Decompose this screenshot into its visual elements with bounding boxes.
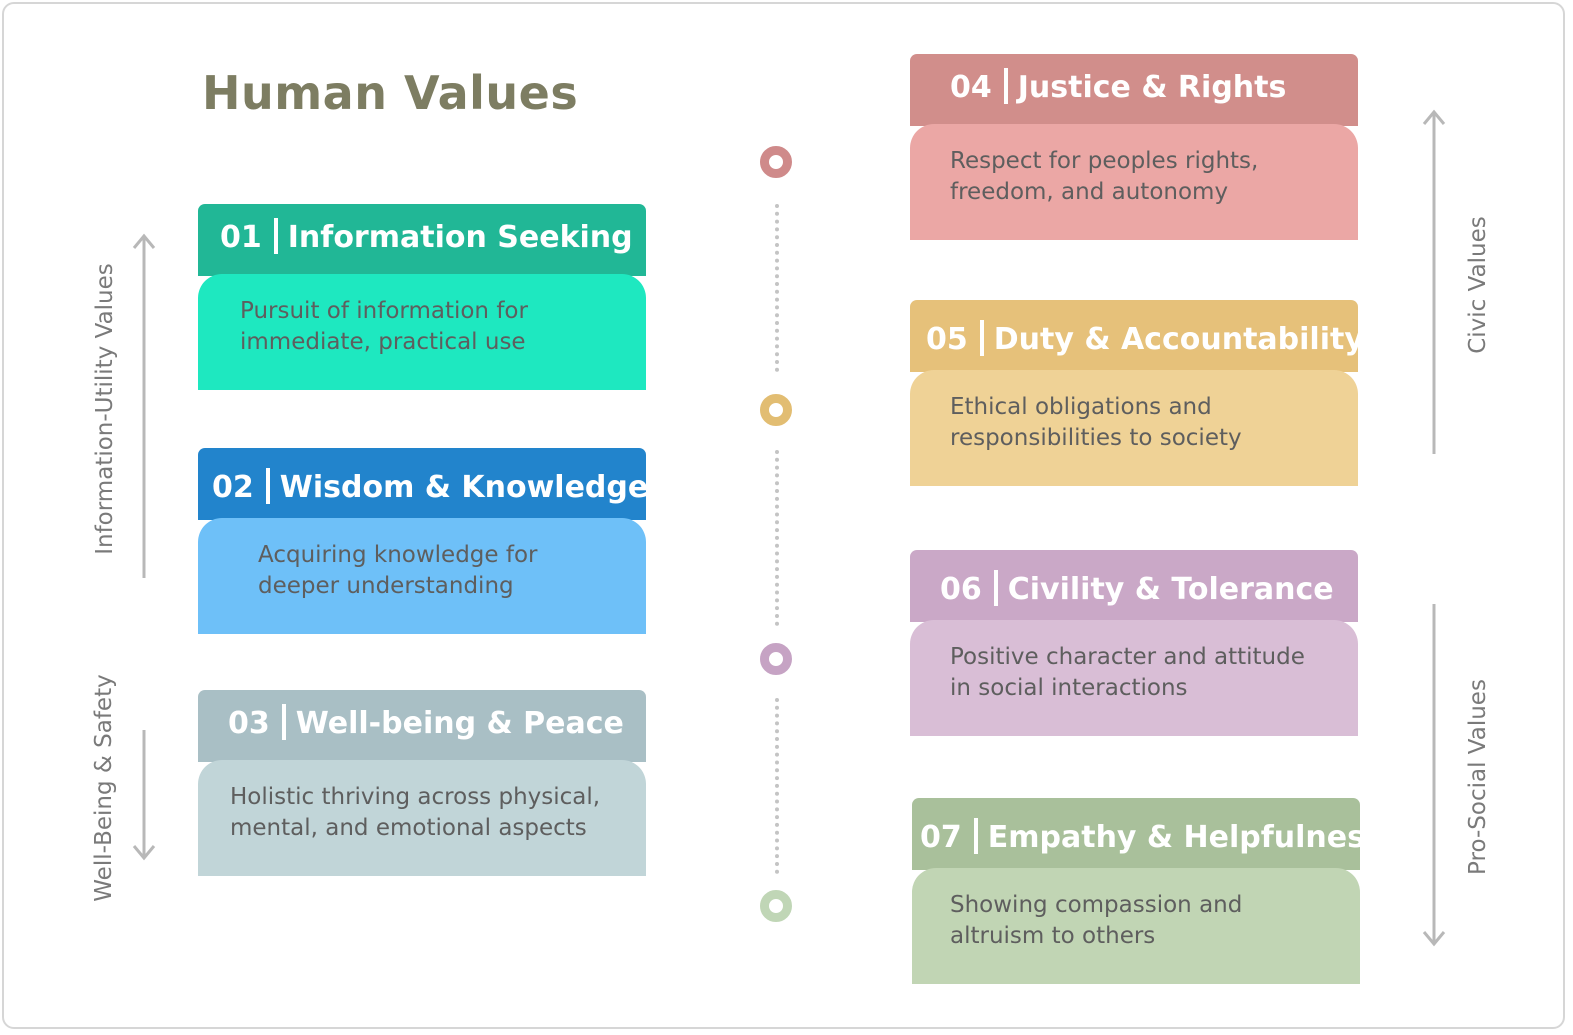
card-number: 07 bbox=[920, 820, 962, 855]
card-header: 03 Well-being & Peace bbox=[198, 690, 646, 762]
value-card-duty-accountability: 05 Duty & Accountability Ethical obligati… bbox=[910, 300, 1358, 486]
timeline-node bbox=[760, 890, 792, 922]
card-number: 02 bbox=[212, 470, 254, 505]
card-description: Pursuit of information for immediate, pr… bbox=[240, 298, 528, 355]
group-label-well-being-safety: Well-Being & Safety bbox=[91, 674, 117, 902]
card-title: Civility & Tolerance bbox=[1007, 572, 1334, 607]
group-label-information-utility: Information-Utility Values bbox=[92, 263, 118, 555]
card-description: Acquiring knowledge for deeper understan… bbox=[258, 542, 538, 599]
card-title: Justice & Rights bbox=[1017, 70, 1287, 105]
arrow-up-icon bbox=[1422, 109, 1446, 454]
card-description: Ethical obligations and responsibilities… bbox=[950, 394, 1242, 451]
card-description: Holistic thriving across physical, menta… bbox=[230, 784, 601, 841]
card-description: Respect for peoples rights, freedom, and… bbox=[950, 148, 1259, 205]
group-label-civic: Civic Values bbox=[1465, 216, 1491, 354]
card-number: 06 bbox=[940, 572, 982, 607]
timeline-connector bbox=[775, 698, 779, 874]
arrow-down-icon bbox=[132, 730, 156, 861]
card-header: 01 Information Seeking bbox=[198, 204, 646, 276]
card-number: 05 bbox=[926, 322, 968, 357]
card-body: Showing compassion and altruism to other… bbox=[912, 868, 1360, 984]
card-header: 02 Wisdom & Knowledge bbox=[198, 448, 646, 520]
value-card-civility-tolerance: 06 Civility & Tolerance Positive characte… bbox=[910, 550, 1358, 736]
card-header: 05 Duty & Accountability bbox=[910, 300, 1358, 372]
card-body: Acquiring knowledge for deeper understan… bbox=[198, 518, 646, 634]
timeline-node bbox=[760, 643, 792, 675]
value-card-justice-rights: 04 Justice & Rights Respect for peoples r… bbox=[910, 54, 1358, 240]
arrow-down-icon bbox=[1422, 604, 1446, 947]
card-number: 03 bbox=[228, 706, 270, 741]
card-title: Well-being & Peace bbox=[295, 706, 624, 741]
card-header: 04 Justice & Rights bbox=[910, 54, 1358, 126]
card-description: Positive character and attitude in socia… bbox=[950, 644, 1305, 701]
value-card-information-seeking: 01 Information Seeking Pursuit of informa… bbox=[198, 204, 646, 390]
timeline-node bbox=[760, 146, 792, 178]
group-label-pro-social: Pro-Social Values bbox=[1465, 679, 1491, 875]
card-description: Showing compassion and altruism to other… bbox=[950, 892, 1243, 949]
card-title: Empathy & Helpfulness bbox=[987, 820, 1360, 855]
card-title: Duty & Accountability bbox=[993, 322, 1358, 357]
card-body: Positive character and attitude in socia… bbox=[910, 620, 1358, 736]
arrow-up-icon bbox=[132, 233, 156, 578]
timeline-connector bbox=[775, 204, 779, 372]
card-number: 04 bbox=[950, 70, 992, 105]
card-title: Information Seeking bbox=[287, 220, 633, 255]
card-body: Ethical obligations and responsibilities… bbox=[910, 370, 1358, 486]
card-header: 07 Empathy & Helpfulness bbox=[912, 798, 1360, 870]
card-header: 06 Civility & Tolerance bbox=[910, 550, 1358, 622]
value-card-wisdom-knowledge: 02 Wisdom & Knowledge Acquiring knowledge… bbox=[198, 448, 646, 634]
timeline-connector bbox=[775, 450, 779, 626]
card-body: Pursuit of information for immediate, pr… bbox=[198, 274, 646, 390]
card-body: Holistic thriving across physical, menta… bbox=[198, 760, 646, 876]
value-card-well-being-peace: 03 Well-being & Peace Holistic thriving a… bbox=[198, 690, 646, 876]
card-title: Wisdom & Knowledge bbox=[279, 470, 646, 505]
value-card-empathy-helpfulness: 07 Empathy & Helpfulness Showing compassi… bbox=[912, 798, 1360, 984]
card-number: 01 bbox=[220, 220, 262, 255]
page-title: Human Values bbox=[202, 66, 579, 120]
card-body: Respect for peoples rights, freedom, and… bbox=[910, 124, 1358, 240]
timeline-node bbox=[760, 394, 792, 426]
